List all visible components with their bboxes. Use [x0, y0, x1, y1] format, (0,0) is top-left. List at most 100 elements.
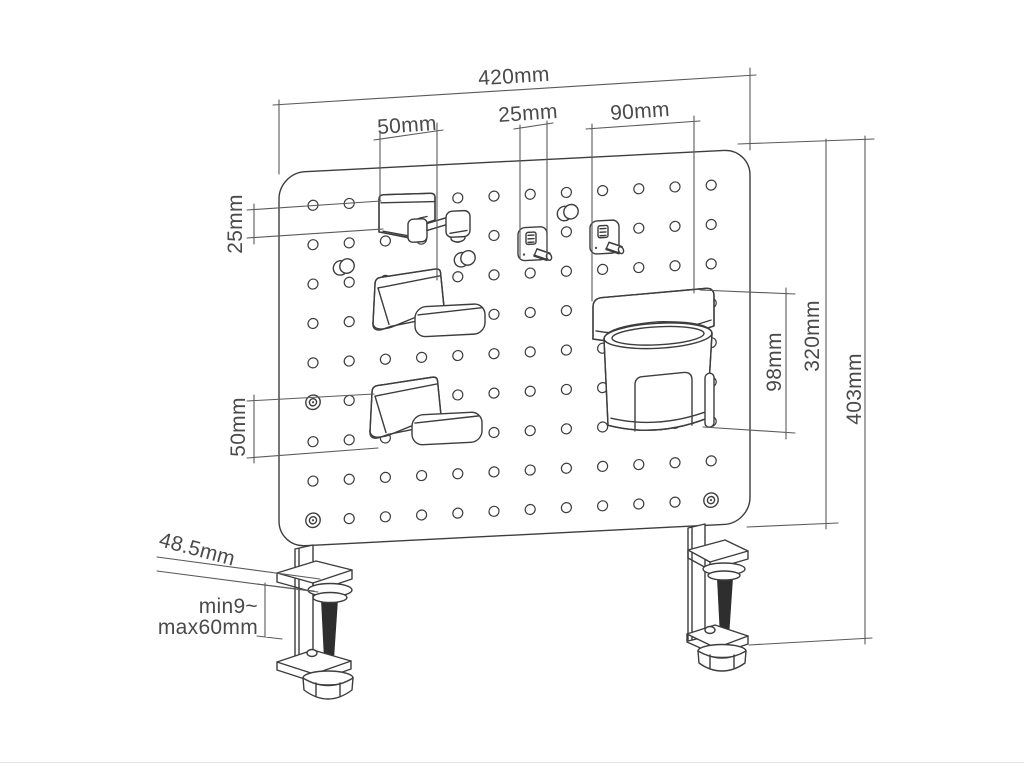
peg-hole — [597, 421, 609, 433]
peg-hole — [452, 507, 464, 519]
peg-hole — [307, 436, 319, 448]
peg-hole — [343, 316, 355, 328]
peg-hole — [597, 500, 609, 512]
peg-hole — [488, 229, 500, 242]
dim-label-clamp-range-min: min9~ — [198, 595, 258, 618]
dim-clamp-range-lines — [256, 582, 315, 640]
peg-hole — [705, 455, 717, 467]
peg-hole — [560, 305, 572, 317]
peg-hole — [416, 469, 428, 482]
pegboard-outline — [278, 149, 751, 547]
headphone-hook — [378, 192, 471, 243]
peg-hole — [343, 513, 355, 525]
dim-label-cup-height: 98mm — [763, 332, 786, 392]
peg-hole — [452, 271, 464, 283]
clamp-right-bar — [687, 523, 706, 642]
peg-hole — [343, 394, 355, 407]
peg-hole — [633, 183, 645, 195]
peg-hole — [379, 471, 392, 484]
dim-left-hook-height-lines — [246, 200, 384, 245]
dim-panel-height-lines — [737, 138, 875, 530]
dim-left-stand-height-lines — [246, 393, 379, 464]
peg-hole — [633, 261, 645, 274]
peg-hole — [488, 466, 500, 478]
dim-label-hook-spacing: 25mm — [497, 99, 559, 128]
peg-hole — [633, 458, 645, 471]
dimension-lines — [156, 67, 875, 646]
peg-hole — [560, 344, 572, 356]
dim-cup-height-lines — [699, 287, 796, 440]
peg-hole — [560, 186, 572, 199]
peg-hole — [379, 235, 392, 247]
peg-hole — [488, 387, 500, 399]
peg-hole — [416, 509, 428, 521]
cup-side-slot — [704, 372, 715, 428]
dim-label-overall-height: 403mm — [843, 353, 866, 425]
peg-hole — [307, 357, 319, 369]
peg-hole — [524, 385, 536, 397]
peg-hole — [524, 306, 536, 319]
dim-cup-width-lines — [585, 115, 701, 302]
peg-hole — [597, 460, 609, 473]
peg-hole — [669, 181, 681, 193]
dim-label-hook-width: 50mm — [376, 111, 438, 140]
drawing-art — [276, 149, 751, 700]
peg-hole — [633, 222, 645, 234]
peg-hole — [633, 498, 645, 510]
peg-hole — [488, 269, 500, 281]
peg-hole — [560, 383, 572, 396]
peg-hole — [705, 258, 717, 270]
screw-left-bottom — [305, 512, 321, 529]
peg-hole — [379, 511, 392, 523]
peg-hole — [343, 473, 355, 485]
peg-hole — [560, 265, 572, 277]
peg-hole — [524, 464, 536, 476]
peg-hole — [560, 226, 572, 238]
cup-holder — [592, 287, 715, 432]
peg-hole — [452, 192, 464, 204]
desk-clamp-left — [276, 544, 354, 700]
peg-hole — [669, 220, 681, 232]
dim-label-cup-width: 90mm — [609, 97, 671, 126]
peg-hole — [343, 237, 355, 249]
dim-hook-width-lines — [373, 122, 444, 281]
peg-hole — [560, 502, 572, 514]
dim-label-left-hook-height: 25mm — [224, 194, 247, 254]
peg-hole — [416, 351, 428, 363]
small-hook-2 — [589, 218, 626, 257]
peg-hole — [488, 190, 500, 202]
peg-hole — [524, 425, 536, 437]
peg-hole — [524, 267, 536, 279]
clamp-right-screw-rod — [717, 578, 733, 637]
peg-hole — [705, 179, 717, 191]
clamp-left-top-arm — [276, 560, 353, 584]
dim-label-top-width: 420mm — [477, 62, 551, 91]
peg-hole — [560, 462, 572, 474]
peg-hole — [343, 355, 355, 367]
dim-top-width-lines — [272, 67, 757, 175]
screw-right-bottom — [703, 491, 719, 509]
peg-hole — [307, 475, 319, 487]
peg-hole — [488, 348, 500, 360]
peg-hole — [307, 278, 319, 290]
peg-hole — [452, 349, 464, 362]
desk-clamp-right — [686, 523, 749, 672]
peg-hole — [560, 423, 572, 435]
peg-hole — [452, 389, 464, 401]
peg-hole — [488, 426, 500, 439]
peg-hole — [307, 239, 319, 251]
peg-hole — [669, 260, 681, 272]
peg-hole — [705, 218, 717, 231]
peg-hole — [597, 184, 609, 197]
dim-label-clamp-range-max: max60mm — [157, 616, 258, 639]
cup-front-window — [634, 371, 693, 432]
dim-label-left-stand-height: 50mm — [227, 397, 250, 457]
peg-hole — [379, 353, 392, 365]
dim-hook-spacing-lines — [513, 120, 554, 260]
peg-hole — [524, 346, 536, 358]
peg-hole — [524, 188, 536, 200]
peg-hole — [669, 496, 681, 508]
pegboard-panel — [278, 149, 751, 547]
